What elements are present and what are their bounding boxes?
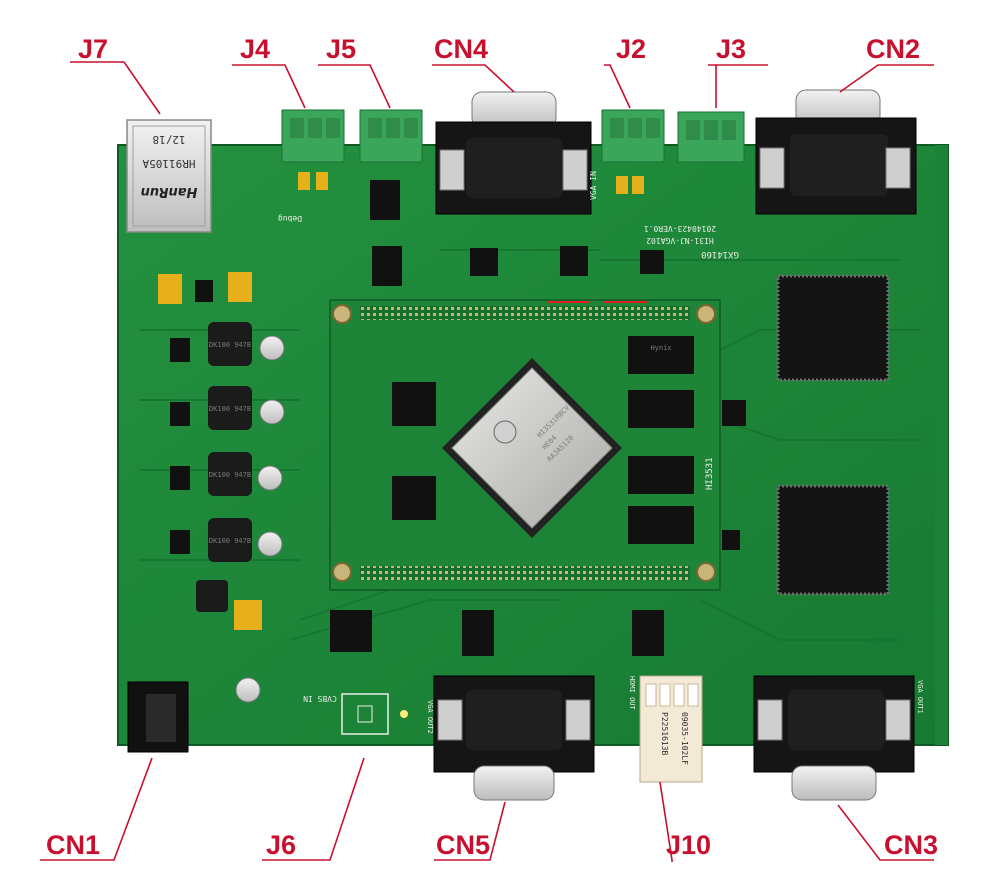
ic-chip (560, 246, 588, 276)
rj45-connector: 12/18 HR91105A HanRun (126, 119, 212, 233)
board-id: GX14160 (701, 249, 739, 259)
j5-terminal (359, 109, 423, 163)
vga-in-label: VGA IN (589, 171, 598, 200)
svg-text:P2251613B: P2251613B (660, 712, 669, 756)
label-cn3: CN3 (884, 830, 939, 860)
board-date: 20140423-VER0.1 (644, 224, 716, 233)
capacitor (632, 176, 644, 194)
vga-out1-label: VGA OUT1 (916, 680, 924, 714)
rj45-text-2: HR91105A (142, 157, 195, 170)
cn3-vga-connector (753, 675, 915, 801)
cn4-vga-connector (435, 91, 592, 215)
ic-chip (392, 382, 436, 426)
svg-text:DK100 947B: DK100 947B (209, 405, 251, 413)
ic-chip (632, 610, 664, 656)
label-cn1: CN1 (46, 830, 101, 860)
hdmi-out-label: HDMI OUT (628, 676, 636, 711)
cvbs-in-label: CVBS IN (303, 694, 337, 703)
capacitor (298, 172, 310, 190)
inductor-4: DK100 947B (208, 518, 283, 562)
label-j7: J7 (78, 34, 109, 64)
ic-chip (722, 530, 740, 550)
svg-text:DK100 947B: DK100 947B (209, 537, 251, 545)
label-cn2: CN2 (866, 34, 921, 64)
label-j4: J4 (240, 34, 271, 64)
label-cn4: CN4 (434, 34, 489, 64)
capacitor (235, 677, 261, 703)
j2-terminal (601, 109, 665, 163)
pcb-edge (935, 145, 948, 745)
svg-text:Hynix: Hynix (650, 344, 671, 352)
label-cn5: CN5 (436, 830, 491, 860)
capacitor (616, 176, 628, 194)
callout-lines (40, 61, 934, 862)
inductor-2: DK100 947B (208, 386, 285, 430)
ic-chip (462, 610, 494, 656)
ic-chip (170, 466, 190, 490)
ic-chip (370, 180, 400, 220)
j10-hdmi-connector: P2251613B 09035-102LF (639, 675, 703, 783)
j4-terminal (281, 109, 345, 163)
inductor-1: DK100 947B (208, 322, 285, 366)
qfp-chip-bottom (776, 484, 890, 596)
ic-chip (195, 280, 213, 302)
ic-chip (330, 610, 372, 652)
svg-text:DK100 947B: DK100 947B (209, 471, 251, 479)
ic-chip (372, 246, 402, 286)
board-model: HI31-NJ-VGA102 (646, 236, 714, 245)
ic-chip (170, 530, 190, 554)
rj45-brand: HanRun (141, 184, 198, 199)
label-j6: J6 (266, 830, 297, 860)
ic-chip (470, 248, 498, 276)
inductor-3: DK100 947B (208, 452, 283, 496)
ic-chip (722, 400, 746, 426)
hi3531-soc: HI3531RBCV HE04 RAJA5120 (442, 358, 622, 538)
capacitor (234, 600, 262, 630)
ic-chip (170, 338, 190, 362)
inductor-small (196, 580, 228, 612)
capacitor (228, 272, 252, 302)
capacitor (158, 274, 182, 304)
ic-chip (170, 402, 190, 426)
memory-chips: Hynix (628, 336, 694, 544)
label-j2: J2 (616, 34, 647, 64)
svg-text:09035-102LF: 09035-102LF (680, 712, 689, 765)
rj45-text-1: 12/18 (152, 133, 185, 146)
cn1-power-jack (127, 681, 189, 753)
ic-chip (640, 250, 664, 274)
vga-out2-label: VGA OUT2 (426, 700, 434, 734)
module-mark: HI3531 (705, 457, 715, 490)
cn2-vga-connector (755, 89, 917, 215)
cn5-vga-connector (433, 675, 595, 801)
qfp-chip-top (776, 274, 890, 382)
j6-cvbs-connector (341, 693, 408, 735)
ic-chip (392, 476, 436, 520)
debug-label: Debug (278, 214, 302, 223)
svg-text:DK100 947B: DK100 947B (209, 341, 251, 349)
label-j10: J10 (666, 830, 712, 860)
label-j5: J5 (326, 34, 357, 64)
capacitor (316, 172, 328, 190)
j3-terminal (677, 111, 745, 163)
label-j3: J3 (716, 34, 747, 64)
